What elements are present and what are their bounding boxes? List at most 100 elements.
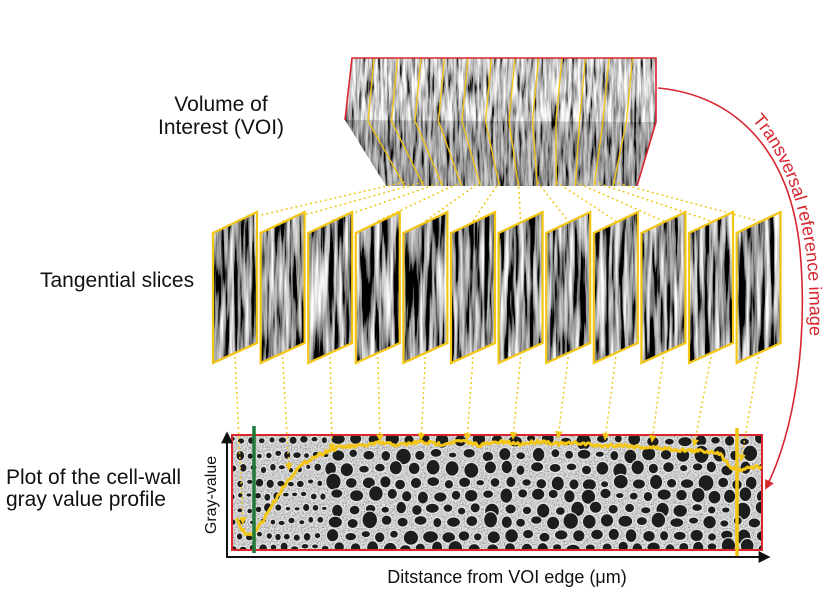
voi-to-slice-connector xyxy=(555,181,617,222)
cell-lumen xyxy=(339,462,355,478)
cell-lumen xyxy=(432,516,443,529)
voi-to-slice-connector xyxy=(377,181,462,222)
cell-lumen xyxy=(580,488,597,505)
cell-lumen xyxy=(287,516,296,525)
cell-lumen xyxy=(720,506,731,514)
cell-lumen xyxy=(441,531,457,544)
cell-lumen xyxy=(581,513,597,530)
cell-lumen xyxy=(456,506,467,516)
cell-lumen xyxy=(238,462,248,473)
plot-label-line-2: gray value profile xyxy=(6,488,166,511)
cell-lumen xyxy=(498,446,512,462)
cell-lumen xyxy=(514,517,527,528)
plot-label: Plot of the cell-wall gray value profile xyxy=(6,466,181,511)
voi-outline xyxy=(344,57,657,187)
voi-front-face xyxy=(345,58,656,122)
cell-lumen xyxy=(565,462,578,472)
cell-lumen xyxy=(706,532,718,542)
cell-lumen xyxy=(594,450,606,459)
cell-lumen xyxy=(639,505,652,515)
cell-lumen xyxy=(614,491,625,500)
cell-lumen xyxy=(259,465,268,475)
cell-lumen xyxy=(447,451,458,459)
cell-lumen xyxy=(235,449,246,462)
cell-lumen xyxy=(413,449,426,462)
cell-lumen xyxy=(402,529,420,546)
cell-lumen xyxy=(313,531,322,540)
cell-lumen xyxy=(623,502,636,514)
cell-lumen xyxy=(380,514,393,526)
cell-lumen xyxy=(551,543,563,550)
cell-lumen xyxy=(274,532,282,542)
cell-lumen xyxy=(292,451,303,460)
voi-slice-line xyxy=(461,57,482,187)
cell-lumen xyxy=(697,474,715,492)
voi-slice-line xyxy=(593,57,610,187)
cell-lumen xyxy=(706,542,718,550)
cell-lumen xyxy=(268,436,276,444)
cell-lumen xyxy=(499,487,514,504)
cell-lumen xyxy=(755,529,762,543)
tangential-slice xyxy=(449,210,497,365)
cell-lumen xyxy=(279,541,289,550)
cell-lumen xyxy=(295,479,305,489)
cell-lumen xyxy=(562,512,580,530)
cell-lumen xyxy=(254,477,265,488)
x-axis-label: Ditstance from VOI edge (μm) xyxy=(387,567,626,587)
cell-lumen xyxy=(656,488,672,501)
cell-lumen xyxy=(550,448,561,459)
cell-lumen xyxy=(344,476,358,489)
cell-lumen xyxy=(265,478,275,490)
cell-lumen xyxy=(503,542,517,550)
cell-lumen xyxy=(613,435,623,444)
cell-lumen xyxy=(515,451,527,461)
tangential-slice xyxy=(592,210,639,365)
cell-lumen xyxy=(307,515,315,524)
cell-lumen xyxy=(547,488,559,500)
cell-lumen xyxy=(576,448,592,460)
cell-lumen xyxy=(409,476,423,490)
cell-lumen xyxy=(330,488,344,500)
cell-lumen xyxy=(548,462,562,474)
cell-lumen xyxy=(623,448,638,465)
cell-lumen xyxy=(414,542,426,550)
voi-bottom-face xyxy=(345,120,656,186)
cell-lumen xyxy=(705,460,718,474)
cell-lumen xyxy=(443,478,455,490)
cell-lumen xyxy=(672,530,687,542)
cell-lumen xyxy=(463,488,479,503)
cell-lumen xyxy=(531,446,546,463)
cell-lumen xyxy=(599,513,615,528)
cell-lumen xyxy=(277,464,287,471)
cell-lumen xyxy=(319,492,327,501)
cell-lumen xyxy=(344,531,358,542)
cell-lumen xyxy=(302,452,311,460)
cell-lumen xyxy=(738,486,753,503)
cell-lumen xyxy=(483,460,498,475)
cell-lumen xyxy=(663,437,676,446)
slice-to-profile-arrows xyxy=(234,356,760,525)
cell-lumen xyxy=(691,540,705,550)
cell-lumen xyxy=(265,531,274,540)
cell-lumen xyxy=(348,504,361,516)
cell-lumen xyxy=(709,435,721,445)
cell-lumen xyxy=(313,462,323,472)
cell-lumen xyxy=(425,458,441,476)
cell-lumen xyxy=(658,529,670,542)
cell-lumen xyxy=(346,517,359,530)
cell-lumen xyxy=(430,540,444,550)
cell-lumen xyxy=(755,489,762,504)
slice-outlines xyxy=(211,210,782,365)
cell-lumen xyxy=(500,459,514,475)
cell-lumen xyxy=(380,505,391,514)
voi-to-slice-connector xyxy=(424,181,481,222)
cell-lumen xyxy=(265,451,273,460)
cell-lumen xyxy=(689,528,704,543)
cell-lumen xyxy=(717,476,730,489)
cell-lumen xyxy=(677,435,693,448)
cell-lumen xyxy=(293,505,301,512)
cell-lumen xyxy=(389,529,400,539)
voi-slice-line xyxy=(484,57,501,187)
cell-lumen xyxy=(447,539,464,550)
